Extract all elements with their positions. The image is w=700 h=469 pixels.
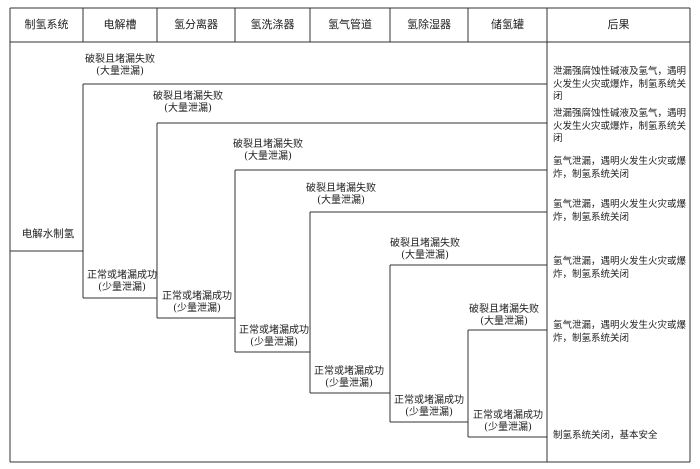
outcome-1: 泄漏强腐蚀性碱液及氢气，遇明火发生火灾或爆炸，制氢系统关闭 — [553, 66, 687, 102]
header-hydrogen-dehumidifier: 氢除湿器 — [407, 18, 451, 31]
failure-label-3: 破裂且堵漏失败(大量泄漏) — [233, 139, 303, 162]
header-electrolyzer: 电解槽 — [103, 18, 137, 31]
outcome-2: 泄漏强腐蚀性碱液及氢气，遇明火发生火灾或爆炸，制氢系统关闭 — [553, 108, 687, 144]
failure-label-2: 破裂且堵漏失败(大量泄漏) — [153, 91, 223, 114]
header-hydrogen-tank: 储氢罐 — [491, 18, 524, 31]
header-hydrogen-pipeline: 氢气管道 — [328, 18, 372, 31]
outcome-6: 氢气泄漏，遇明火发生火灾或爆炸，制氢系统关闭 — [553, 320, 687, 344]
success-label-2: 正常或堵漏成功(少量泄漏) — [162, 291, 232, 314]
header-hydrogen-scrubber: 氢洗涤器 — [250, 18, 295, 31]
success-label-3: 正常或堵漏成功(少量泄漏) — [239, 325, 309, 348]
header-hydrogen-system: 制氢系统 — [24, 18, 69, 31]
failure-label-6: 破裂且堵漏失败(大量泄漏) — [469, 304, 539, 327]
header-consequence: 后果 — [607, 18, 630, 31]
outcome-5: 氢气泄漏，遇明火发生火灾或爆炸，制氢系统关闭 — [553, 256, 687, 280]
header-hydrogen-separator: 氢分离器 — [174, 18, 218, 31]
outcome-4: 氢气泄漏，遇明火发生火灾或爆炸，制氢系统关闭 — [553, 199, 687, 223]
outcome-7: 制氢系统关闭，基本安全 — [553, 430, 658, 441]
initiator-label: 电解水制氢 — [21, 228, 75, 240]
failure-label-4: 破裂且堵漏失败(大量泄漏) — [306, 183, 376, 206]
failure-label-5: 破裂且堵漏失败(大量泄漏) — [390, 238, 460, 261]
success-label-4: 正常或堵漏成功(少量泄漏) — [314, 366, 384, 389]
outcome-3: 氢气泄漏，遇明火发生火灾或爆炸，制氢系统关闭 — [553, 156, 687, 180]
failure-label-1: 破裂且堵漏失败(大量泄漏) — [85, 54, 155, 77]
success-label-1: 正常或堵漏成功(少量泄漏) — [87, 270, 157, 293]
success-label-5: 正常或堵漏成功(少量泄漏) — [394, 395, 464, 418]
success-label-6: 正常或堵漏成功(少量泄漏) — [473, 410, 543, 433]
